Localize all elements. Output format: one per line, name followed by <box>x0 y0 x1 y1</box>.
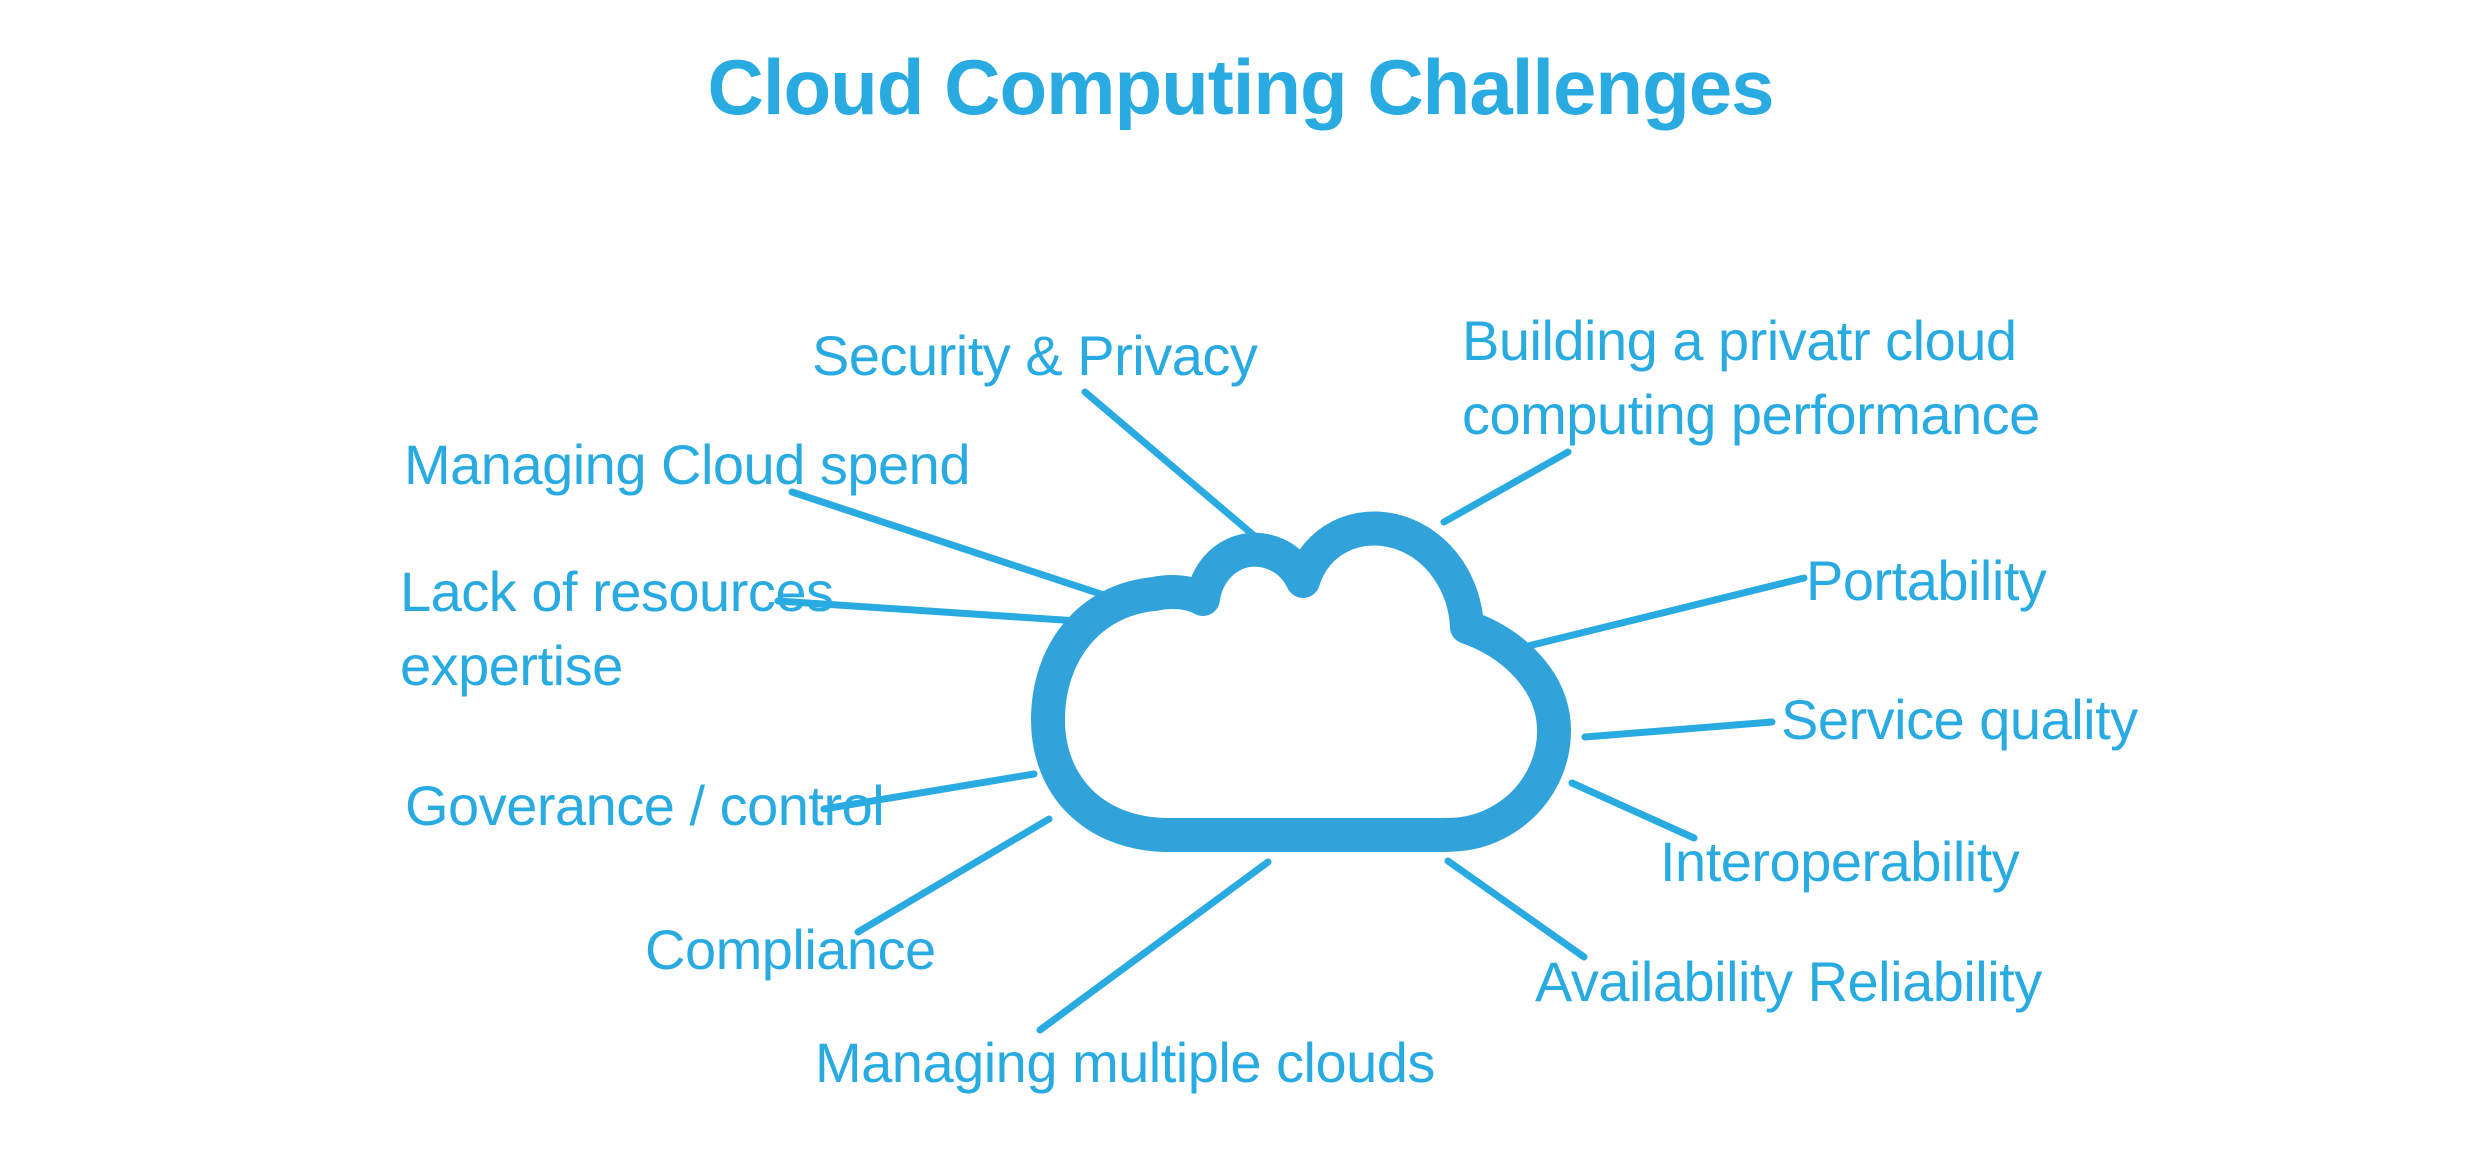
challenge-label-portability: Portability <box>1806 549 2047 612</box>
challenge-label-service-quality: Service quality <box>1781 688 2138 751</box>
challenge-label-lack-of-resources-expertise: Lack of resources expertise <box>400 560 834 697</box>
page-title: Cloud Computing Challenges <box>707 43 1775 131</box>
connector-line-compliance <box>854 815 1053 936</box>
challenge-label-managing-multiple-clouds: Managing multiple clouds <box>815 1031 1435 1094</box>
connector-line-availability <box>1444 857 1588 961</box>
connector-line-service-quality <box>1581 718 1776 741</box>
connector-line-lack-of-resources <box>774 597 1097 626</box>
connector-line-interoperability <box>1568 779 1698 842</box>
connector-line-goverance-control <box>820 770 1038 813</box>
challenge-label-security-privacy: Security & Privacy <box>812 324 1258 387</box>
cloud-icon <box>1031 511 1571 852</box>
challenge-label-building-private-cloud: Building a privatr cloud computing perfo… <box>1462 309 2040 446</box>
connector-line-building-private-cloud <box>1440 448 1572 526</box>
challenge-label-goverance-control: Goverance / control <box>405 774 885 837</box>
connector-line-portability <box>1508 574 1808 654</box>
connector-line-managing-cloud-spend <box>788 488 1162 617</box>
connector-line-security-privacy <box>1081 388 1282 560</box>
challenge-label-compliance: Compliance <box>645 918 936 981</box>
challenge-label-managing-cloud-spend: Managing Cloud spend <box>404 433 970 496</box>
challenge-label-interoperability: Interoperability <box>1660 830 2020 893</box>
connector-line-managing-multiple <box>1036 858 1272 1034</box>
challenge-label-availability-reliability: Availability Reliability <box>1535 950 2042 1013</box>
